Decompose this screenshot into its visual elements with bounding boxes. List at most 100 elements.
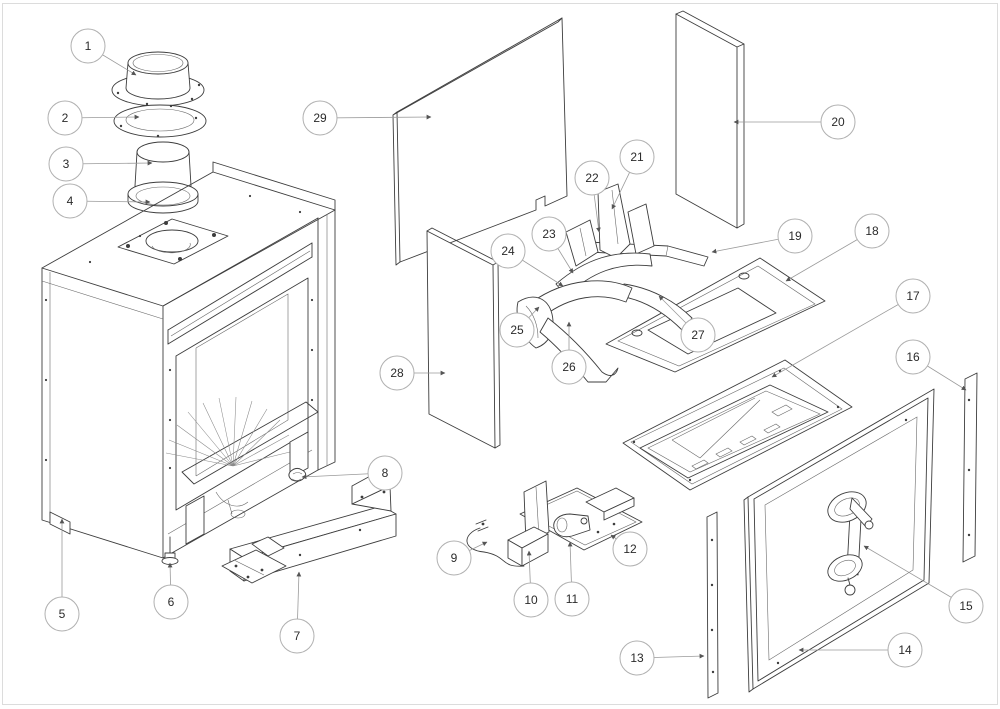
part-mounting-plate-assembly [507, 480, 643, 567]
callout-number-9: 9 [451, 551, 458, 565]
callout-23: 23 [531, 216, 574, 274]
part-right-trim-strip [962, 372, 978, 563]
part-glass-door [743, 388, 935, 693]
callout-circle-22 [574, 160, 610, 196]
callout-number-2: 2 [62, 111, 69, 125]
callout-29: 29 [302, 100, 432, 136]
callout-circle-17 [895, 278, 931, 314]
callout-number-12: 12 [623, 542, 637, 556]
callout-circle-12 [612, 531, 648, 567]
callout-28: 28 [379, 355, 446, 391]
callout-circle-10 [513, 582, 549, 618]
part-middle-side-panel [426, 227, 501, 449]
callout-5: 5 [44, 518, 80, 632]
callout-circle-24 [490, 233, 526, 269]
part-flue-gasket [113, 104, 207, 138]
callout-number-26: 26 [562, 360, 576, 374]
part-retainer-clip [288, 467, 307, 482]
callout-number-3: 3 [63, 157, 70, 171]
callout-circle-8 [367, 455, 403, 491]
part-base-bracket-rail [221, 473, 397, 584]
callout-21: 21 [611, 139, 655, 210]
callout-number-11: 11 [566, 592, 579, 606]
callout-4: 4 [52, 183, 151, 219]
ember-fan [165, 396, 295, 467]
callout-circle-2 [47, 100, 83, 136]
callout-number-21: 21 [630, 150, 644, 164]
callout-number-13: 13 [630, 651, 644, 665]
callout-circle-14 [887, 632, 923, 668]
callout-7: 7 [279, 571, 315, 654]
callout-number-18: 18 [865, 224, 879, 238]
callout-number-24: 24 [501, 244, 515, 258]
part-log-24 [531, 280, 633, 317]
callout-circle-19 [777, 218, 813, 254]
callout-number-5: 5 [59, 607, 66, 621]
callout-number-15: 15 [959, 599, 973, 613]
callout-17: 17 [771, 278, 931, 378]
callout-circle-6 [153, 584, 189, 620]
callout-6: 6 [153, 562, 189, 620]
part-log-26 [539, 317, 619, 383]
callout-number-23: 23 [542, 227, 556, 241]
callout-number-25: 25 [510, 323, 524, 337]
leader-line-15 [863, 545, 967, 607]
callout-number-20: 20 [831, 115, 845, 129]
leader-line-17 [771, 295, 914, 378]
callout-number-17: 17 [906, 289, 920, 303]
part-burner-tray [622, 359, 853, 491]
part-right-side-panel [675, 10, 745, 229]
part-retaining-ring [127, 181, 199, 214]
part-left-trim-strip [706, 511, 719, 699]
callout-circle-13 [619, 640, 655, 676]
drawing-border [2, 3, 998, 705]
callout-16: 16 [895, 339, 967, 391]
callout-24: 24 [490, 233, 564, 287]
callout-10: 10 [513, 550, 549, 618]
callout-circle-1 [70, 28, 106, 64]
callout-circle-5 [44, 596, 80, 632]
callout-20: 20 [733, 104, 856, 140]
callout-circle-27 [680, 317, 716, 353]
part-log-22 [565, 219, 599, 267]
callout-12: 12 [610, 531, 648, 567]
callout-circle-18 [854, 213, 890, 249]
callout-27: 27 [658, 295, 716, 353]
callout-circle-29 [302, 100, 338, 136]
callout-9: 9 [436, 540, 488, 576]
callout-8: 8 [301, 455, 403, 491]
callout-circle-23 [531, 216, 567, 252]
callout-circle-28 [379, 355, 415, 391]
callout-circle-3 [48, 146, 84, 182]
callout-26: 26 [551, 321, 587, 385]
callout-number-14: 14 [898, 643, 912, 657]
callout-number-4: 4 [67, 194, 74, 208]
callout-number-7: 7 [294, 629, 301, 643]
callout-11: 11 [554, 541, 590, 617]
callout-circle-20 [820, 104, 856, 140]
callout-1: 1 [70, 28, 137, 76]
callout-circle-4 [52, 183, 88, 219]
callout-25: 25 [499, 306, 540, 348]
callout-circle-15 [948, 588, 984, 624]
callout-number-28: 28 [390, 366, 404, 380]
leader-line-29 [319, 114, 432, 120]
callout-circle-25 [499, 312, 535, 348]
callout-number-16: 16 [906, 350, 920, 364]
part-gas-valve [553, 513, 591, 538]
callout-circle-26 [551, 349, 587, 385]
callout-number-19: 19 [788, 229, 802, 243]
part-ignition-cable [466, 519, 525, 567]
part-receiver-box [507, 526, 549, 567]
callout-number-10: 10 [524, 593, 538, 607]
callout-22: 22 [574, 160, 610, 233]
callout-14: 14 [798, 632, 923, 668]
callout-number-27: 27 [691, 328, 705, 342]
callout-15: 15 [863, 545, 984, 624]
callout-3: 3 [48, 146, 153, 182]
part-log-upper-right [627, 203, 655, 255]
callout-circle-16 [895, 339, 931, 375]
